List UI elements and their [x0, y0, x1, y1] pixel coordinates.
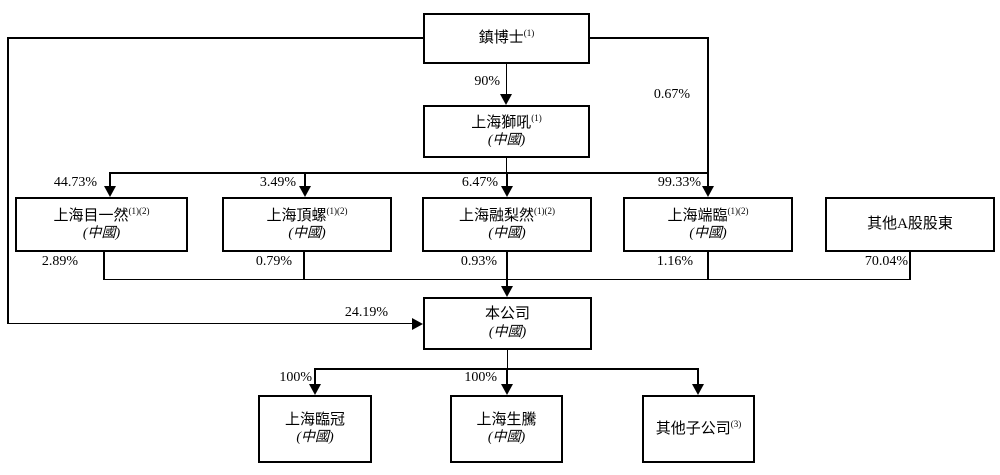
pct-dingluo-to-company: 0.79% [255, 254, 292, 269]
arrowhead-into-othersub [692, 384, 704, 395]
arrowhead-into-muyiran [104, 186, 116, 197]
node-shanghai-rongliran-label: 上海融梨然(1)(2) [458, 205, 555, 224]
drop-to-dingluo [304, 173, 306, 186]
pct-muyiran-to-company: 2.89% [41, 254, 78, 269]
pct-duanlin-to-company: 1.16% [656, 254, 693, 269]
pct-company-to-linguan: 100% [279, 370, 312, 385]
node-shanghai-rongliran-region: (中國) [488, 226, 526, 242]
pct-othera-to-company: 70.04% [864, 254, 908, 269]
pct-rongliran-to-company: 0.93% [460, 254, 497, 269]
node-shanghai-dingluo: 上海頂螺(1)(2) (中國) [222, 197, 392, 252]
node-shanghai-duanlin-region: (中國) [689, 226, 727, 242]
node-zhen-boshi: 鎮博士(1) [423, 13, 590, 64]
node-other-a-share-holders-label: 其他A股股東 [867, 215, 953, 232]
drop-to-shengteng [506, 369, 508, 384]
pct-shihou-to-muyiran: 44.73% [53, 175, 97, 190]
drop-to-othersub [697, 369, 699, 384]
node-shanghai-shengteng-label: 上海生騰 [476, 411, 537, 428]
connector-zhen-right-vertical [707, 37, 709, 187]
arrowhead-into-shihou [500, 94, 512, 105]
connector-zhen-right-horizontal [590, 37, 709, 39]
drop-to-rongliran [506, 173, 508, 186]
node-shanghai-rongliran: 上海融梨然(1)(2) (中國) [422, 197, 592, 252]
pct-shihou-to-duanlin: 99.33% [657, 175, 701, 190]
node-shanghai-muyiran: 上海目一然(1)(2) (中國) [15, 197, 188, 252]
stub-rongliran-down [506, 252, 508, 286]
pct-zhen-to-duanlin: 0.67% [653, 87, 690, 102]
arrowhead-into-duanlin [702, 186, 714, 197]
connector-zhen-left-vertical [7, 37, 9, 325]
node-other-subsidiaries: 其他子公司(3) [642, 395, 755, 463]
distribution-rail-row2 [109, 172, 709, 174]
pct-company-to-shengteng: 100% [464, 370, 497, 385]
connector-zhen-left-horizontal [7, 37, 424, 39]
node-shanghai-shihou-label: 上海獅吼(1) [471, 112, 542, 131]
arrowhead-into-company-left [412, 317, 423, 330]
pct-shihou-to-rongliran: 6.47% [461, 175, 498, 190]
pct-zhen-to-company: 24.19% [344, 305, 388, 320]
node-shanghai-linguan: 上海臨冠 (中國) [258, 395, 372, 463]
node-the-company-label: 本公司 [484, 306, 530, 323]
pct-zhen-to-shihou: 90% [474, 74, 500, 89]
node-shanghai-muyiran-label: 上海目一然(1)(2) [53, 205, 150, 224]
node-shanghai-muyiran-region: (中國) [82, 226, 121, 242]
arrowhead-into-company-top [501, 286, 513, 297]
node-shanghai-linguan-region: (中國) [296, 430, 334, 446]
node-the-company: 本公司 (中國) [423, 297, 592, 350]
connector-company-down [506, 350, 509, 369]
node-zhen-boshi-label: 鎮博士(1) [478, 28, 535, 47]
pct-shihou-to-dingluo: 3.49% [259, 175, 296, 190]
node-other-a-share-holders: 其他A股股東 [825, 197, 995, 252]
arrowhead-into-rongliran [501, 186, 513, 197]
node-shanghai-duanlin-label: 上海端臨(1)(2) [667, 205, 749, 224]
node-shanghai-dingluo-label: 上海頂螺(1)(2) [266, 205, 348, 224]
arrowhead-into-linguan [309, 384, 321, 395]
node-shanghai-shengteng: 上海生騰 (中國) [450, 395, 563, 463]
stub-othera-down [909, 252, 911, 280]
drop-to-linguan [314, 369, 316, 384]
stub-muyiran-down [103, 252, 105, 280]
node-shanghai-shihou-region: (中國) [487, 133, 526, 149]
connector-shihou-down [505, 156, 508, 173]
connector-zhen-to-shihou [505, 64, 508, 94]
arrowhead-into-dingluo [299, 186, 311, 197]
node-shanghai-linguan-label: 上海臨冠 [284, 411, 345, 428]
distribution-rail-subsidiaries [314, 368, 699, 370]
collector-rail-into-company [103, 278, 911, 281]
drop-to-muyiran [109, 173, 111, 186]
stub-dingluo-down [303, 252, 305, 280]
node-other-subsidiaries-label: 其他子公司(3) [655, 418, 742, 437]
node-shanghai-dingluo-region: (中國) [288, 226, 326, 242]
node-the-company-region: (中國) [488, 324, 527, 340]
node-shanghai-shengteng-region: (中國) [487, 430, 526, 446]
node-shanghai-shihou: 上海獅吼(1) (中國) [423, 105, 590, 158]
node-shanghai-duanlin: 上海端臨(1)(2) (中國) [623, 197, 793, 252]
connector-into-company-horizontal [7, 322, 414, 325]
stub-duanlin-down [707, 252, 709, 280]
arrowhead-into-shengteng [501, 384, 513, 395]
